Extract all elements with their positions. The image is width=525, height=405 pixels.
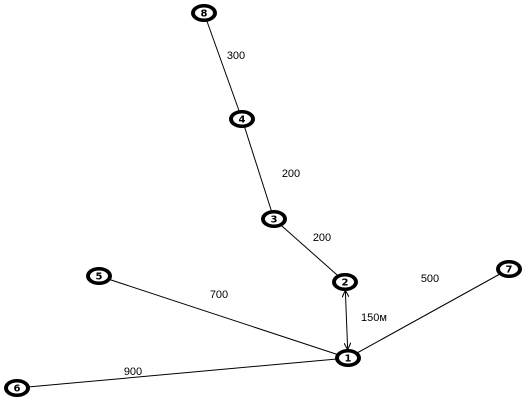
node-body	[500, 263, 518, 275]
node-label: 1	[345, 354, 352, 365]
node-label: 8	[201, 9, 208, 20]
node-7: 7	[496, 260, 522, 278]
node-6: 6	[4, 379, 30, 397]
edge-labels-layer: 300 200 200 150м 700 500 900	[124, 50, 439, 378]
edge-label-7-1: 500	[421, 273, 439, 285]
node-body	[336, 276, 354, 288]
edge-8-4	[203, 12, 243, 120]
edge-label-5-1: 700	[210, 289, 228, 301]
node-body	[233, 113, 251, 125]
edge-label-2-1: 150м	[361, 312, 387, 324]
nodes-layer: 1 2 3 4 5 6 7 8	[4, 4, 522, 397]
node-3: 3	[261, 210, 287, 228]
edge-7-1	[347, 268, 510, 359]
edge-5-1	[98, 275, 349, 359]
node-4: 4	[229, 110, 255, 128]
edge-label-3-2: 200	[313, 232, 331, 244]
node-body	[339, 352, 357, 364]
node-body	[195, 7, 213, 19]
edge-2-1	[345, 291, 347, 349]
edge-3-2	[273, 218, 346, 283]
node-label: 3	[271, 215, 278, 226]
node-5: 5	[86, 267, 112, 285]
edge-label-6-1: 900	[124, 366, 142, 378]
node-body	[90, 270, 108, 282]
edge-label-4-3: 200	[282, 168, 300, 180]
node-2: 2	[332, 273, 358, 291]
edge-label-8-4: 300	[227, 50, 245, 62]
node-label: 6	[14, 384, 21, 395]
node-8: 8	[191, 4, 217, 22]
edges-layer	[16, 12, 510, 389]
node-label: 7	[506, 265, 513, 276]
node-label: 5	[96, 272, 103, 283]
edge-4-3	[241, 118, 275, 220]
node-label: 4	[239, 115, 246, 126]
node-label: 2	[342, 278, 349, 289]
edge-6-1	[16, 357, 349, 389]
node-body	[8, 382, 26, 394]
node-1: 1	[335, 349, 361, 367]
node-body	[265, 213, 283, 225]
